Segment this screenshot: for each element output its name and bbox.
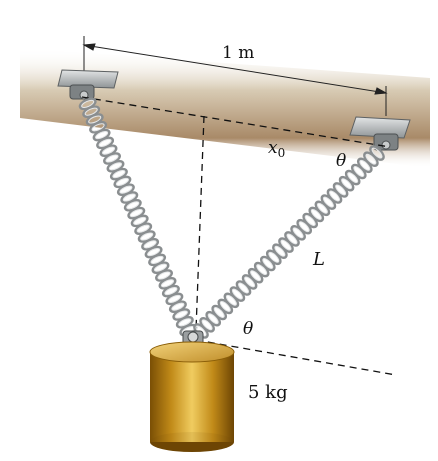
spring-coil-highlight	[122, 193, 136, 202]
spring-coil-highlight	[143, 240, 157, 249]
spring-coil-highlight	[341, 178, 353, 190]
spring-coil-highlight	[310, 208, 322, 220]
spring-coil-highlight	[150, 255, 164, 264]
spring-coil-highlight	[153, 263, 168, 272]
ceiling	[20, 48, 430, 168]
spring-coil-highlight	[164, 287, 178, 296]
spring-coil-highlight	[225, 294, 237, 306]
spring-coil-highlight	[105, 154, 119, 163]
theta-top-label: θ	[336, 151, 346, 171]
spring-coil-highlight	[147, 248, 161, 257]
spring-coil-highlight	[171, 302, 185, 311]
spring-coil-highlight	[335, 184, 347, 196]
span-label: 1 m	[222, 43, 254, 63]
spring-coil-highlight	[231, 288, 243, 300]
spring-coil-highlight	[262, 258, 274, 269]
spring-coil-highlight	[160, 279, 175, 288]
spring-coil-highlight	[213, 307, 225, 318]
spring-coil-highlight	[268, 251, 280, 263]
spring-coil-highlight	[353, 166, 365, 177]
spring-coil-highlight	[292, 227, 304, 239]
spring-coil-highlight	[129, 209, 143, 218]
spring-coil-highlight	[126, 201, 140, 210]
spring-coil-highlight	[119, 185, 133, 194]
spring-coil-highlight	[174, 310, 188, 319]
spring-coil-highlight	[115, 177, 129, 186]
spring-coil-highlight	[112, 170, 126, 179]
spring-coil-highlight	[286, 233, 298, 245]
spring-coil-highlight	[316, 202, 328, 214]
length-label: L	[312, 249, 325, 270]
spring-coil-highlight	[108, 162, 123, 171]
x0-label: x0	[268, 138, 285, 160]
spring-coil-highlight	[359, 159, 371, 171]
spring-coil-highlight	[244, 276, 256, 288]
horizontal-reference	[81, 96, 391, 148]
spring-coil-highlight	[84, 107, 98, 116]
spring-coil-highlight	[136, 224, 150, 233]
spring-coil-highlight	[98, 138, 112, 147]
span-dimension	[82, 36, 388, 116]
spring-coil-highlight	[365, 153, 377, 165]
spring-coil-highlight	[81, 99, 95, 108]
spring-coil-highlight	[167, 294, 181, 303]
spring-coil-highlight	[304, 215, 316, 226]
angle-reference-bottom	[195, 339, 397, 376]
left-spring	[78, 97, 198, 337]
spring-coil-highlight	[371, 147, 383, 159]
vertical-reference	[195, 115, 205, 331]
theta-bottom-label: θ	[243, 319, 253, 339]
spring-coil-highlight	[322, 196, 334, 208]
spring-coil-highlight	[91, 123, 105, 132]
spring-coil-highlight	[101, 146, 116, 155]
spring-coil-highlight	[347, 172, 359, 184]
spring-coil-highlight	[280, 239, 292, 251]
spring-coil-highlight	[298, 221, 310, 233]
left-bracket	[57, 69, 119, 100]
reference-lines	[81, 96, 397, 376]
spring-coil-highlight	[329, 190, 340, 202]
spring-coil-highlight	[201, 319, 213, 331]
spring-coil-highlight	[250, 270, 262, 282]
spring-coil-highlight	[157, 271, 171, 280]
spring-coil-highlight	[133, 216, 147, 225]
mass-label: 5 kg	[248, 382, 288, 403]
right-spring	[193, 145, 385, 339]
spring-coil-highlight	[95, 131, 109, 140]
spring-coil-highlight	[207, 313, 219, 325]
spring-coil-highlight	[140, 232, 154, 241]
spring-coil-highlight	[238, 282, 249, 294]
spring-coil-highlight	[274, 245, 286, 257]
spring-coil-highlight	[178, 318, 192, 327]
spring-coil-highlight	[88, 115, 102, 124]
spring-coil-highlight	[219, 300, 231, 312]
mass-block	[149, 341, 235, 452]
spring-coil-highlight	[256, 264, 268, 276]
